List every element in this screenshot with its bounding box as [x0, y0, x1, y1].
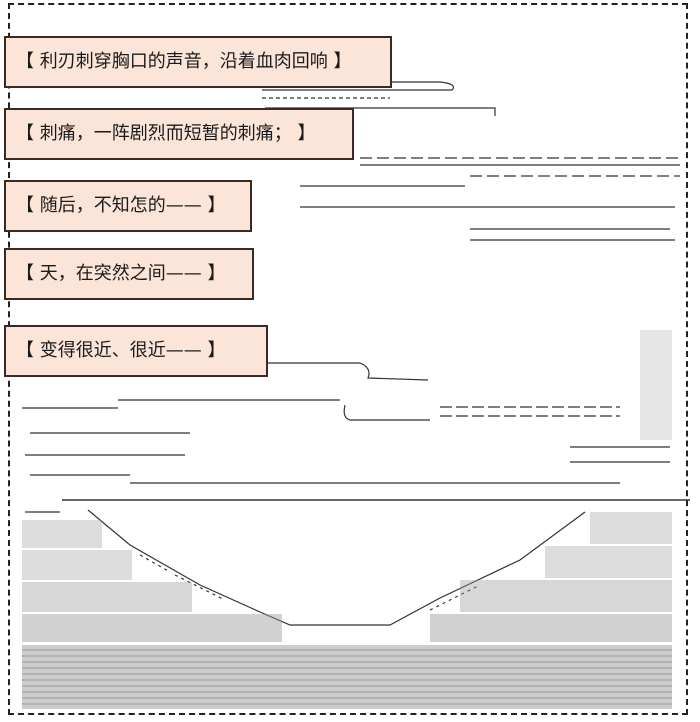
caption-box-5: 【 变得很近、很近—— 】 [4, 325, 268, 377]
caption-box-2: 【 刺痛，一阵剧烈而短暂的刺痛； 】 [4, 108, 354, 160]
caption-box-4: 【 天，在突然之间—— 】 [4, 248, 254, 300]
caption-box-3: 【 随后，不知怎的—— 】 [4, 180, 252, 232]
caption-box-1: 【 利刃刺穿胸口的声音，沿着血肉回响 】 [4, 36, 392, 88]
